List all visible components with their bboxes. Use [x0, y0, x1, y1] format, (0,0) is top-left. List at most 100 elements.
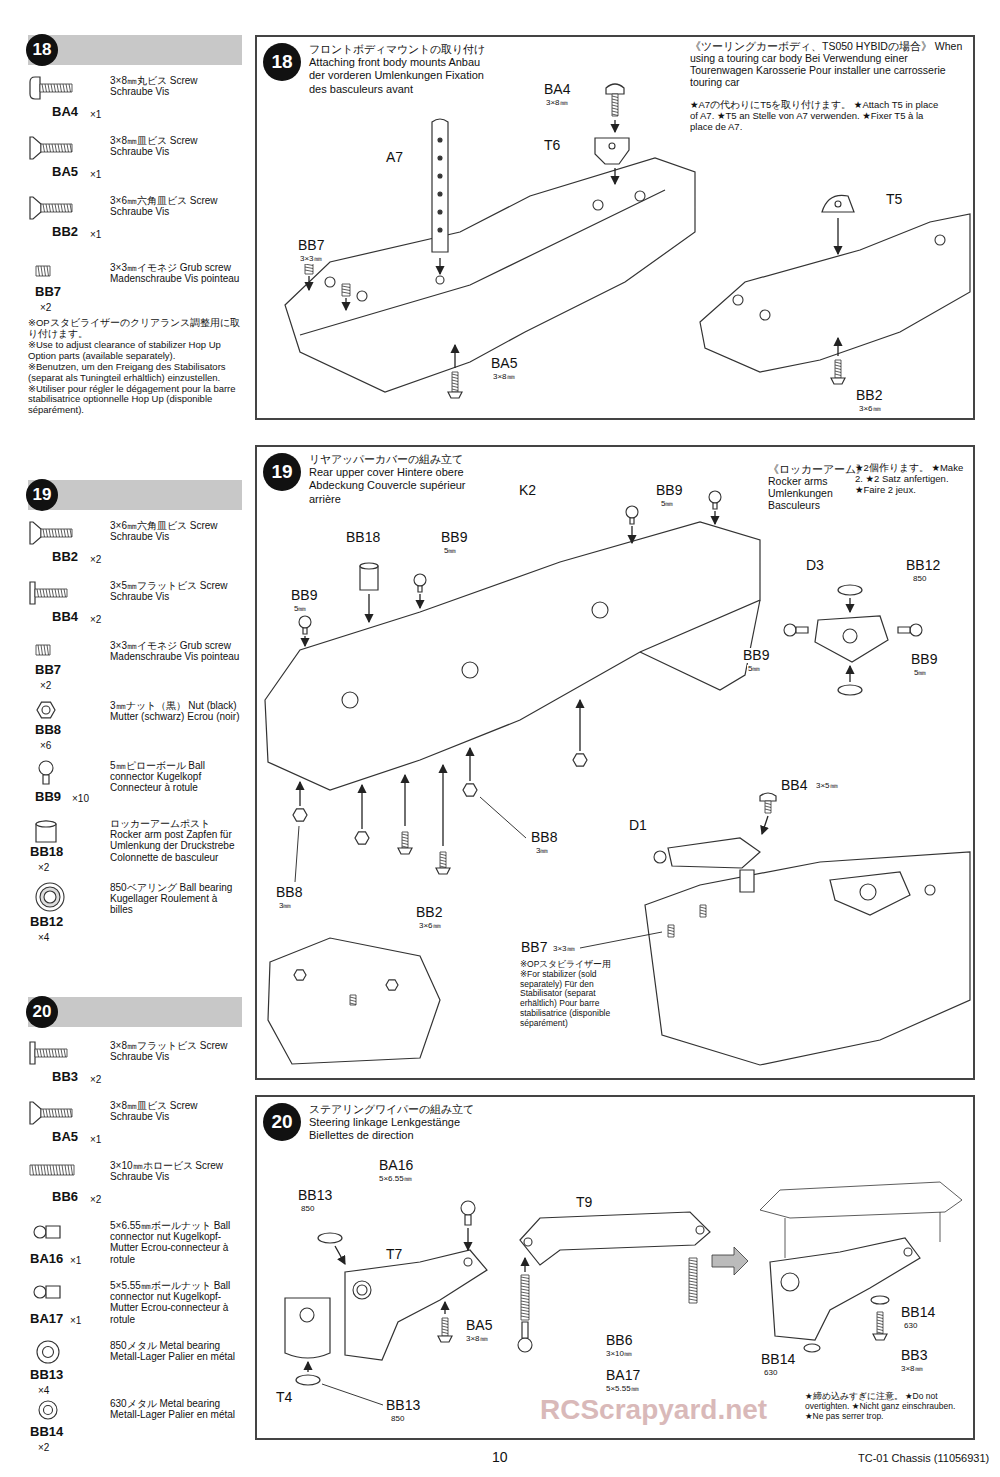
countersunk-screw-head: [30, 197, 41, 219]
part-description: 630メタル Metal bearing Metall-Lager Palier…: [110, 1398, 242, 1420]
screw-thread: [41, 1109, 72, 1117]
step-band: 18: [28, 35, 242, 65]
step-band: 20: [28, 997, 242, 1027]
ball-connector: [518, 1338, 532, 1352]
part-code: BB2: [52, 550, 78, 564]
part-count: ×1: [90, 1134, 101, 1145]
part-description: 3×3㎜イモネジ Grub screw Madenschraube Vis po…: [110, 262, 242, 284]
cover-hole: [462, 662, 478, 678]
post-top: [36, 821, 56, 827]
callout-label: T5: [885, 192, 903, 207]
cover-hole: [342, 692, 358, 708]
link-hole: [696, 1226, 704, 1234]
mount-hole: [609, 143, 615, 149]
callout-label: D1: [628, 818, 648, 833]
ball-connector: [414, 574, 426, 586]
screw-head: [760, 793, 776, 801]
callout-label: BA17: [605, 1368, 641, 1383]
part-description: 3×6㎜六角皿ビス Screw Schraube Vis: [110, 520, 242, 542]
post-hole: [438, 174, 442, 178]
screw-head: [448, 392, 462, 398]
ball-stud: [325, 277, 335, 287]
callout-label: BB2: [415, 905, 443, 920]
nut: [463, 784, 477, 796]
note-text: ★2個作ります。 ★Make 2. ★2 Satz anfertigen. ★F…: [855, 463, 973, 496]
ball-connector: [709, 491, 721, 503]
nut: [293, 809, 307, 821]
screw-thread: [668, 925, 674, 937]
dimension-label: 3㎜: [535, 847, 549, 856]
dimension-label: 3㎜: [278, 902, 292, 911]
callout-label: BB13: [385, 1398, 421, 1413]
dimension-label: 3×3㎜: [299, 255, 323, 264]
post-hole: [438, 228, 442, 232]
screw-thread: [402, 832, 408, 848]
ball-stem: [713, 503, 717, 509]
part-count: ×1: [90, 229, 101, 240]
assembly-arrow: [307, 1362, 308, 1372]
metal-bearing-outer: [37, 1341, 59, 1363]
callout-label: K2: [518, 483, 537, 498]
screw-thread: [700, 905, 706, 917]
part-code: BB14: [30, 1425, 63, 1439]
step-number: 19: [263, 453, 301, 491]
leader-line: [295, 826, 299, 882]
note-text: ※OPスタビライザー用 ※For stabilizer (sold separa…: [520, 960, 632, 1028]
rocker-arm: [815, 616, 888, 662]
part-count: ×4: [38, 1385, 49, 1396]
ball-stud: [733, 295, 743, 305]
step-title: リヤアッパーカバーの組み立て Rear upper cover Hintere …: [309, 453, 489, 506]
ball-stud: [635, 191, 645, 201]
callout-label: BB9: [290, 588, 318, 603]
part-description: 3×8㎜皿ビス Screw Schraube Vis: [110, 135, 242, 157]
part-count: ×2: [90, 1074, 101, 1085]
screw-head: [436, 868, 450, 874]
post-hole: [438, 138, 442, 142]
ball-stem: [418, 586, 422, 592]
screw-head: [606, 84, 624, 94]
part-count: ×2: [90, 554, 101, 565]
countersunk-screw-head: [30, 522, 41, 544]
step-number-circle: 18: [263, 43, 301, 81]
watermark: RCScrapyard.net: [540, 1396, 767, 1424]
screw-thread: [689, 1258, 697, 1303]
assembly-arrow: [524, 1258, 525, 1272]
nut: [573, 754, 587, 766]
chassis-ridge: [300, 190, 665, 335]
callout-label: T6: [543, 138, 561, 153]
assembly-arrow: [837, 218, 838, 254]
part-description: 850ベアリング Ball bearing Kugellager Rouleme…: [110, 882, 242, 916]
screw-thread: [765, 801, 771, 813]
step-band: 19: [28, 480, 242, 510]
assembly-arrow: [404, 775, 405, 826]
part-description: 3×8㎜フラットビス Screw Schraube Vis: [110, 1040, 242, 1062]
assembly-arrow: [714, 511, 715, 524]
screw-thread: [877, 1312, 883, 1334]
part-count: ×2: [40, 680, 51, 691]
step-number-circle: 19: [263, 453, 301, 491]
callout-label: BB13: [297, 1188, 333, 1203]
part-code: BA5: [52, 165, 78, 179]
metal-bearing: [804, 1344, 820, 1352]
assembly-arrow: [467, 1228, 468, 1250]
ball-bearing: [838, 685, 862, 695]
part-description: 3㎜ナット（黒） Nut (black) Mutter (schwarz) Ec…: [110, 700, 242, 722]
section-heading: 《ツーリングカーボディ、TS050 HYBIDの場合》 When using a…: [690, 40, 970, 88]
part-code: BB4: [52, 610, 78, 624]
ball-connector: [925, 885, 935, 895]
dimension-label: 3×8㎜: [465, 1335, 489, 1344]
metal-bearing: [871, 1296, 889, 1304]
steering-arm: [770, 1238, 920, 1340]
part-count: ×1: [90, 109, 101, 120]
flat-screw-head: [30, 1042, 35, 1064]
ball-stem: [43, 775, 49, 784]
screw-thread: [305, 262, 313, 274]
part-description: 3×3㎜イモネジ Grub screw Madenschraube Vis po…: [110, 640, 242, 662]
ball-connector: [299, 616, 311, 628]
arm-hole: [300, 1308, 314, 1322]
part-code: BA16: [30, 1252, 63, 1266]
ball-connector: [461, 1201, 475, 1215]
assembly-arrow: [837, 338, 838, 356]
part-code: BA5: [52, 1130, 78, 1144]
leader-line: [480, 797, 526, 838]
